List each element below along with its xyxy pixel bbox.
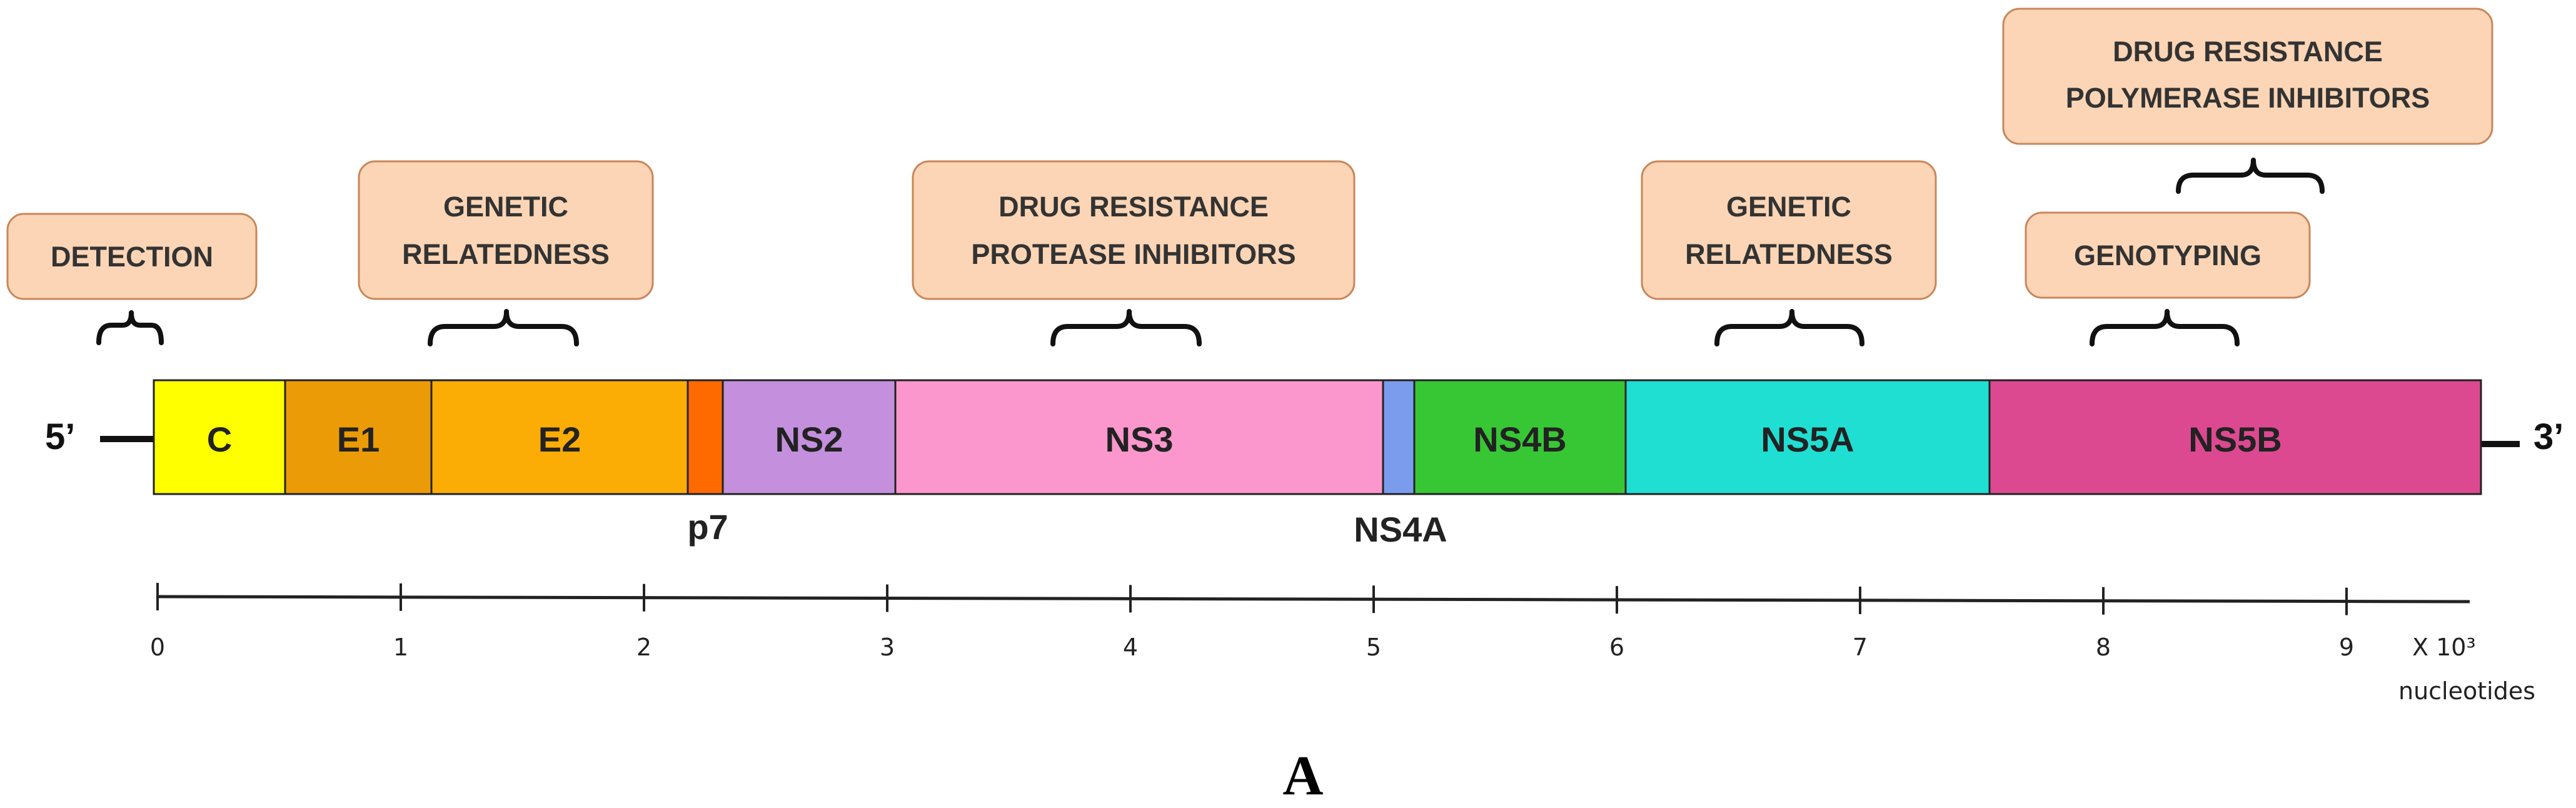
scale-tick-label: 3: [880, 634, 895, 661]
scale-axis-line: [157, 595, 2470, 603]
annotation-polymerase-line-1: DRUG RESISTANCE: [2113, 36, 2383, 68]
annotation-detection-line-1: DETECTION: [51, 241, 213, 273]
brace-protease-inhibitors: [1050, 309, 1202, 346]
scale-unit-line-1: X 10³: [2412, 634, 2476, 661]
panel-label: A: [1283, 745, 1324, 807]
segment-e2: [430, 379, 689, 495]
annotation-box-genetic-relatedness-2: [1641, 160, 1937, 300]
three-prime-label: 3’: [2533, 417, 2563, 457]
segment-e1: [284, 379, 433, 495]
scale-unit-line-2: nucleotides: [2398, 677, 2535, 705]
nucleotide-scale: 0 1 2 3 4 5 6 7 8 9 X 10³ nucleotides: [150, 583, 2535, 705]
segment-ns2-label: NS2: [775, 420, 843, 459]
annotation-genetic-1-line-1: GENETIC: [443, 191, 568, 223]
annotations: DETECTION GENETIC RELATEDNESS DRUG RESIS…: [6, 8, 2493, 300]
five-prime-label: 5’: [45, 417, 75, 457]
segment-ns4b: [1413, 379, 1627, 495]
annotation-polymerase-line-2: POLYMERASE INHIBITORS: [2066, 82, 2430, 114]
segment-ns5a: [1624, 379, 1991, 495]
scale-tick-label: 7: [1853, 634, 1868, 661]
annotation-genotyping-line-1: GENOTYPING: [2074, 240, 2262, 271]
segment-e1-label: E1: [337, 420, 380, 459]
annotation-box-protease-inhibitors: [912, 160, 1356, 300]
p7-label: p7: [687, 507, 728, 547]
brace-genotyping: [2090, 309, 2240, 346]
scale-tick-label: 2: [636, 634, 652, 661]
scale-tick-label: 8: [2096, 634, 2111, 661]
scale-tick-label: 1: [393, 634, 408, 661]
annotation-box-genotyping: [2025, 211, 2311, 299]
annotation-genetic-2-line-1: GENETIC: [1726, 191, 1851, 223]
segment-ns2: [722, 379, 897, 495]
annotation-genetic-1-line-2: RELATEDNESS: [402, 238, 610, 270]
annotation-box-polymerase-inhibitors: [2002, 8, 2493, 145]
segment-c: [153, 379, 286, 495]
scale-tick-label: 6: [1609, 634, 1624, 661]
annotation-box-genetic-relatedness-1: [358, 160, 654, 300]
genome-segments: C E1 E2 NS2 NS3 NS4B NS5A NS5B: [153, 379, 2482, 495]
scale-tick-label: 5: [1366, 634, 1381, 661]
segment-c-label: C: [207, 420, 232, 459]
segment-ns3-label: NS3: [1105, 420, 1174, 459]
brace-genetic-relatedness-1: [428, 309, 579, 346]
scale-tick-label: 9: [2339, 634, 2354, 661]
annotation-box-detection: [6, 213, 258, 300]
segment-ns5b-label: NS5B: [2188, 420, 2282, 459]
scale-ticks: 0 1 2 3 4 5 6 7 8 9: [150, 583, 2354, 661]
brace-genetic-relatedness-2: [1714, 309, 1864, 346]
brace-detection: [96, 310, 164, 345]
annotation-genetic-2-line-2: RELATEDNESS: [1685, 238, 1893, 270]
annotation-protease-line-1: DRUG RESISTANCE: [999, 191, 1269, 223]
segment-p7: [687, 379, 724, 495]
braces: [96, 158, 2325, 346]
segment-ns4a: [1382, 379, 1416, 495]
scale-tick-label: 0: [150, 634, 165, 661]
segment-ns5a-label: NS5A: [1761, 420, 1854, 459]
ns4a-label: NS4A: [1354, 510, 1447, 549]
segment-ns4b-label: NS4B: [1473, 420, 1566, 459]
segment-e2-label: E2: [538, 420, 581, 459]
segment-ns5b: [1988, 379, 2482, 495]
scale-tick-label: 4: [1123, 634, 1138, 661]
brace-polymerase-inhibitors: [2176, 158, 2325, 194]
annotation-protease-line-2: PROTEASE INHIBITORS: [971, 238, 1296, 270]
